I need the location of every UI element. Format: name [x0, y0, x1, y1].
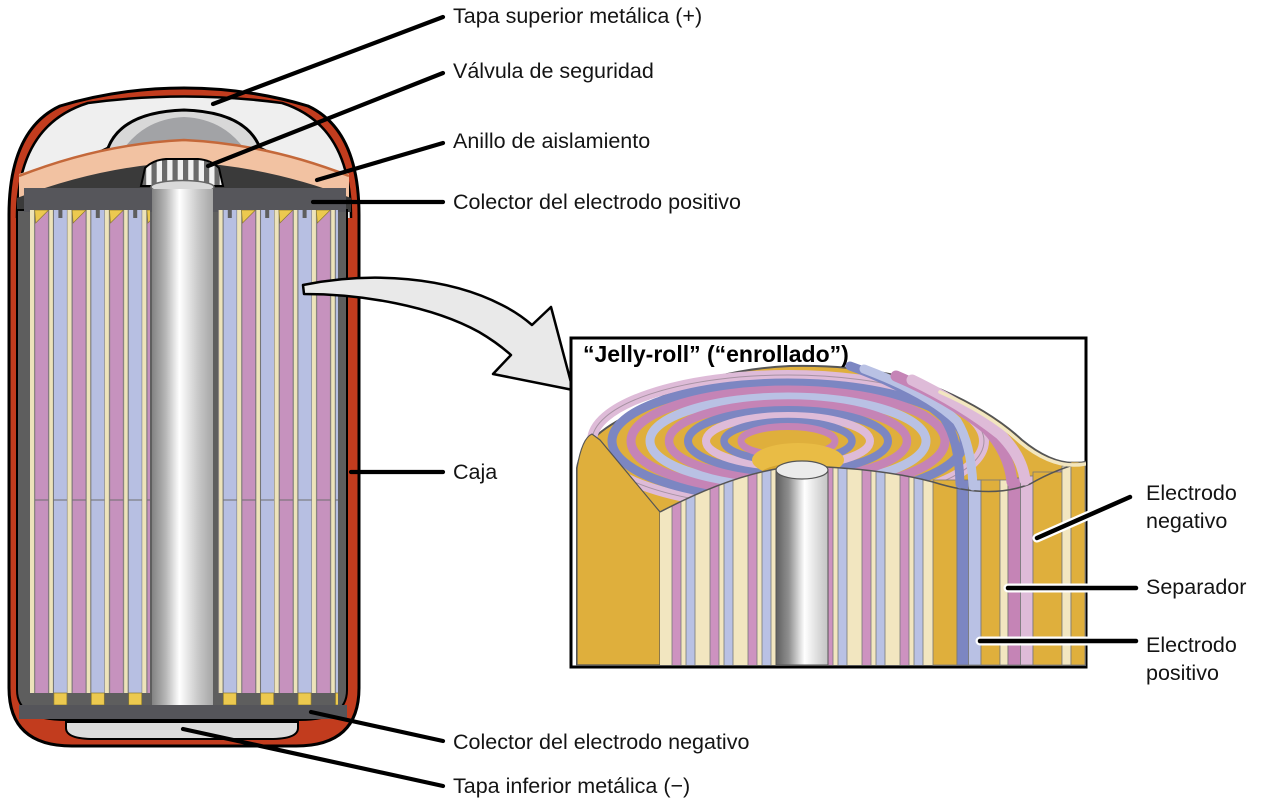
- label-separador: Separador: [1146, 575, 1247, 599]
- core-cylinder-top: [775, 460, 829, 480]
- label-valvula: Válvula de seguridad: [453, 59, 654, 83]
- core-cylinder: [775, 469, 829, 666]
- label-tapa-superior: Tapa superior metálica (+): [453, 4, 703, 28]
- jelly-roll-art: [576, 361, 1086, 666]
- center-pin: [152, 189, 213, 707]
- casing-inner-outline: [15, 95, 353, 219]
- insulation-ring-edge: [18, 138, 350, 178]
- label-colector-positivo: Colector del electrodo positivo: [453, 190, 742, 214]
- pointer-colector-negativo: [308, 709, 446, 744]
- right-face-stripes: [932, 461, 1086, 666]
- battery-pointer-lines: [180, 14, 446, 789]
- label-caja: Caja: [453, 460, 498, 484]
- pointer-tapa-superior: [210, 14, 446, 107]
- cascade-layers: [845, 361, 1086, 491]
- bottom-tabs: [53, 692, 338, 706]
- jelly-roll-inset: [569, 336, 1141, 669]
- battery-cutaway: [7, 86, 361, 748]
- label-anillo: Anillo de aislamiento: [453, 129, 651, 153]
- pointer-tapa-inferior: [180, 726, 446, 789]
- inset-title: “Jelly-roll” (“enrollado”): [583, 341, 849, 367]
- pointer-electrodo-negativo: [1034, 494, 1133, 541]
- top-notches: [58, 210, 307, 218]
- label-electrodo-negativo: Electrodo negativo: [1146, 481, 1237, 533]
- negative-collector: [19, 705, 347, 719]
- face-top-edge: [659, 461, 1086, 513]
- label-electrodo-positivo: Electrodo positivo: [1146, 633, 1237, 685]
- electrode-layers: [30, 210, 338, 706]
- roll-side-wall: [576, 433, 661, 666]
- pointer-anillo: [314, 140, 446, 183]
- label-colector-negativo: Colector del electrodo negativo: [453, 730, 750, 754]
- label-tapa-inferior: Tapa inferior metálica (−): [453, 774, 691, 798]
- pointer-valvula: [205, 70, 446, 169]
- electrode-layers-left: [30, 210, 150, 693]
- inset-pointer-lines: [975, 492, 1141, 646]
- safety-valve: [139, 158, 225, 187]
- bottom-notches: [39, 698, 326, 706]
